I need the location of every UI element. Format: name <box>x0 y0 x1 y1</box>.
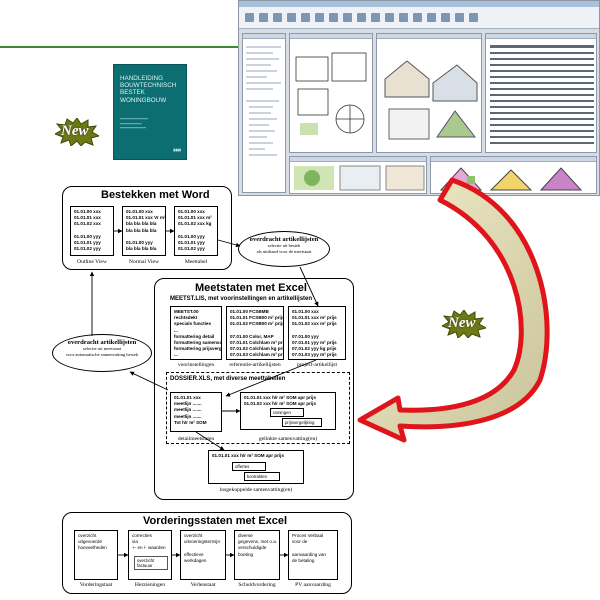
caption-verlenstaat: Verlenstaat <box>190 582 216 588</box>
caption-schuldvordering: Schuldvordering <box>238 582 276 588</box>
caption-vorderingstaat: Vorderingstaat <box>79 582 113 588</box>
screenshot-properties-pane <box>242 33 286 193</box>
prijsvergelijking-box: prijsvergelijking <box>282 418 322 427</box>
caption-detailmeetstaten: detailmeetstaten <box>177 436 215 442</box>
new-badge-2: New <box>440 309 488 339</box>
screenshot-schedule-table <box>490 45 594 144</box>
new-badge-label: New <box>448 315 476 331</box>
caption-gelinkte-samenvatting: gelinkte samenvatting(en) <box>258 436 318 442</box>
screenshot-3d-pane <box>376 33 482 153</box>
transfer-ellipse-left: overdracht artikellijsten selectie uit m… <box>52 334 152 372</box>
book-cover: HANDLEIDING BOUWTECHNISCH BESTEK WONINGB… <box>113 64 187 160</box>
ramingen-box: ramingen <box>270 408 304 417</box>
caption-meettabel: Meettabel <box>184 259 208 265</box>
screenshot-site-plan <box>294 165 425 191</box>
screenshot-titlebar <box>239 1 599 7</box>
kontrakten-box: kontrakten <box>244 472 280 481</box>
starburst-icon <box>440 309 488 339</box>
book-subtitle: ━━━━━━━━━━━━━━━━━━━━━━━━━━━━━━━━━━━ <box>120 117 149 131</box>
screenshot-house-views <box>384 60 478 140</box>
screenshot-tree-lines <box>246 46 281 156</box>
caption-normal-view: Normal View <box>128 259 160 265</box>
big-curved-arrow <box>357 177 550 443</box>
offertes-box: offertes <box>232 462 266 471</box>
caption-project-artikellijst: project-artikellijst <box>296 362 338 368</box>
book-title: HANDLEIDING BOUWTECHNISCH BESTEK WONINGB… <box>120 75 177 104</box>
word-section-title: Bestekken met Word <box>101 189 210 201</box>
screenshot-plan-pane <box>289 33 373 153</box>
caption-referentie: referentie-artikellijsten <box>229 362 281 368</box>
transfer-ellipse-top: overdracht artikellijsten selectie uit b… <box>238 231 330 267</box>
excel-section-title: Meetstaten met Excel <box>195 282 307 294</box>
screenshot-schedule-pane <box>485 33 597 153</box>
caption-herzieningen: Herzieningen <box>134 582 166 588</box>
dossier-region <box>166 372 350 444</box>
new-badge-label: New <box>61 123 89 139</box>
caption-pv-aanvaarding: PV aanvaarding <box>295 582 331 588</box>
new-badge-1: New <box>53 117 101 147</box>
screenshot-site-pane <box>289 156 427 194</box>
screenshot-ribbon <box>239 7 599 29</box>
book-publisher-mark: ▮▮▮▮ <box>173 148 181 152</box>
screenshot-floorplan <box>295 52 367 135</box>
caption-losgekoppelde: losgekoppelde samenvatting(en) <box>219 487 293 493</box>
caption-voorinstellingen: voorinstellingen <box>177 362 215 368</box>
software-screenshot <box>238 0 600 196</box>
caption-outline-view: Outline View <box>77 259 107 265</box>
vordering-section-title: Vorderingsstaten met Excel <box>143 515 288 527</box>
dossier-subtitle: DOSSIER.XLS, met diverse meettabellen <box>170 376 286 382</box>
meetst-subtitle: MEETST.LIS, met voorinstellingen en arti… <box>170 296 313 302</box>
starburst-icon <box>53 117 101 147</box>
